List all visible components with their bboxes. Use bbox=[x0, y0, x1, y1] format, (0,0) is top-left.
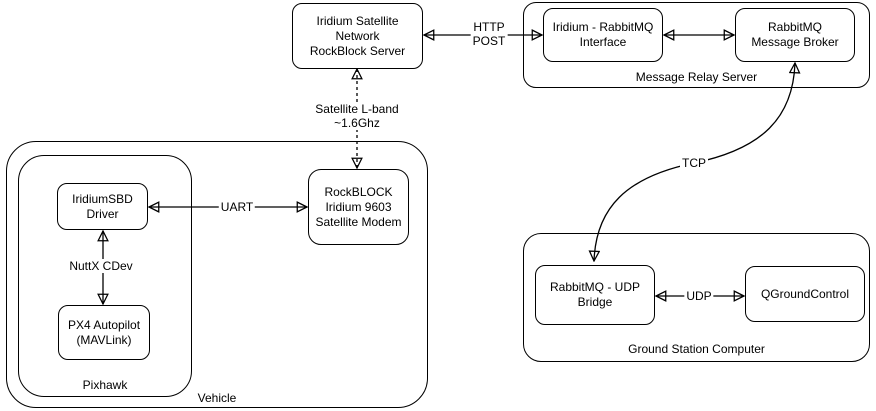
node-iridium-rabbitmq-interface-label: Iridium - RabbitMQ Interface bbox=[552, 20, 654, 49]
edge-label-nuttx-cdev: NuttX CDev bbox=[67, 259, 135, 273]
node-rabbitmq-udp-bridge-label: RabbitMQ - UDP Bridge bbox=[549, 280, 641, 309]
edge-label-udp: UDP bbox=[684, 289, 714, 303]
node-px4-autopilot: PX4 Autopilot (MAVLink) bbox=[58, 305, 150, 360]
edge-label-http-post: HTTP POST bbox=[470, 20, 508, 48]
node-iridium-rabbitmq-interface: Iridium - RabbitMQ Interface bbox=[543, 8, 663, 62]
container-pixhawk-label: Pixhawk bbox=[82, 378, 128, 392]
node-iridiumsbd-driver: IridiumSBD Driver bbox=[57, 183, 148, 230]
node-rabbitmq-udp-bridge: RabbitMQ - UDP Bridge bbox=[535, 265, 655, 325]
node-rockblock-modem: RockBLOCK Iridium 9603 Satellite Modem bbox=[308, 169, 409, 245]
node-iridiumsbd-driver-label: IridiumSBD Driver bbox=[72, 191, 133, 221]
edge-label-tcp: TCP bbox=[680, 156, 708, 170]
container-ground-station-computer-label: Ground Station Computer bbox=[628, 342, 765, 356]
node-px4-autopilot-label: PX4 Autopilot (MAVLink) bbox=[67, 317, 141, 347]
node-rabbitmq-message-broker: RabbitMQ Message Broker bbox=[735, 8, 855, 62]
node-rockblock-server: Iridium Satellite Network RockBlock Serv… bbox=[292, 3, 423, 69]
node-qgroundcontrol-label: QGroundControl bbox=[760, 286, 850, 301]
edge-label-satellite-lband: Satellite L-band ~1.6Ghz bbox=[313, 102, 401, 130]
edge-label-uart: UART bbox=[218, 200, 256, 214]
node-qgroundcontrol: QGroundControl bbox=[745, 266, 865, 322]
node-rockblock-modem-label: RockBLOCK Iridium 9603 Satellite Modem bbox=[315, 184, 402, 229]
container-vehicle-label: Vehicle bbox=[197, 391, 237, 405]
node-rockblock-server-label: Iridium Satellite Network RockBlock Serv… bbox=[309, 13, 406, 58]
node-rabbitmq-message-broker-label: RabbitMQ Message Broker bbox=[751, 20, 839, 49]
